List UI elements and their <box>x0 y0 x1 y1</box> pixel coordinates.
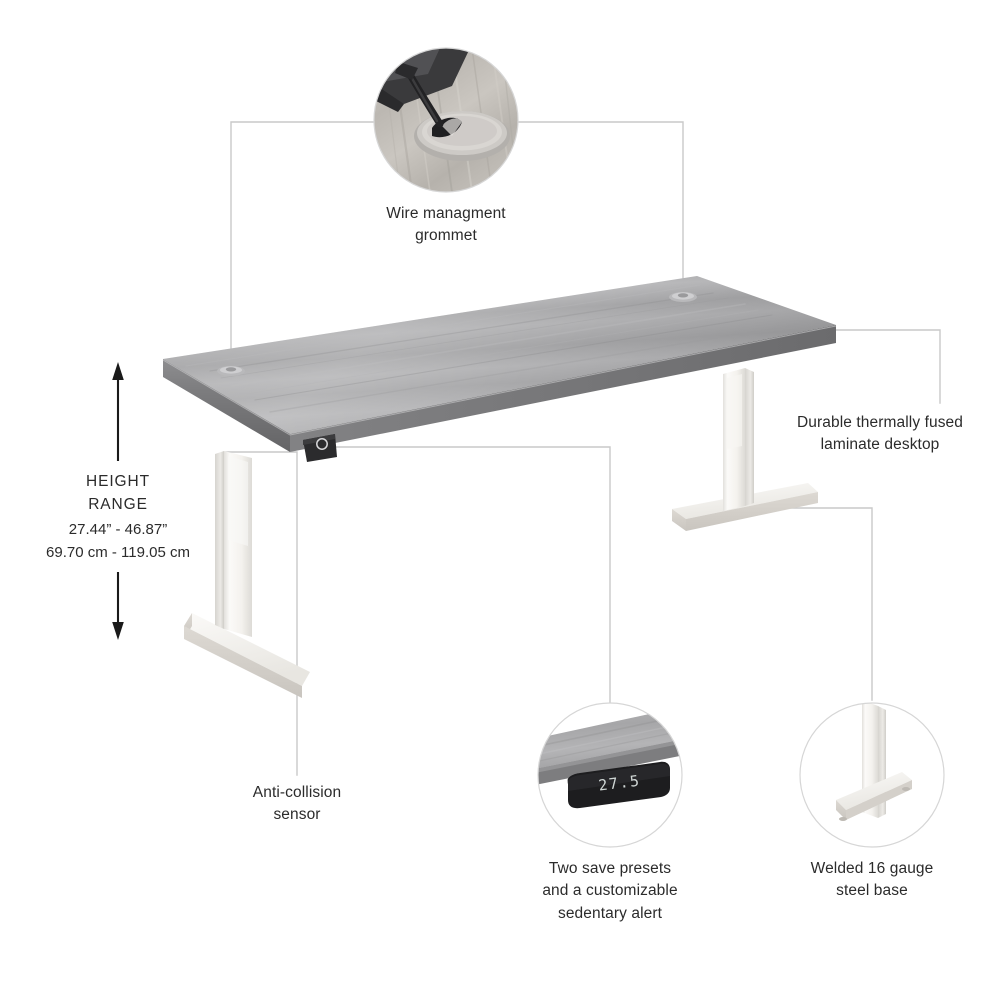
desktop-top-sheen <box>163 276 836 434</box>
desktop-edge-highlight <box>162 325 837 436</box>
desk-illustration <box>162 276 837 698</box>
desktop-grain <box>185 284 801 413</box>
desk-leg-rear <box>672 368 818 531</box>
rear-column-right <box>745 368 754 506</box>
callout-label-grommet: Wire managment grommet <box>386 205 506 245</box>
desktop-front-edge <box>163 359 290 452</box>
height-range-title: HEIGHT RANGE <box>86 473 150 514</box>
height-range-values: 27.44” - 46.87” 69.70 cm - 119.05 cm <box>46 521 190 561</box>
detail-circle-presets: 27.5 <box>537 702 683 848</box>
leader-line-base <box>744 507 873 701</box>
detail-circle-base <box>799 702 945 848</box>
anti-collision-sensor-box <box>303 434 337 462</box>
detail-circle-grommet <box>373 47 519 193</box>
leader-line-desktop <box>835 329 941 404</box>
callout-label-presets: Two save presets and a customizable sede… <box>542 860 678 922</box>
desk-leg-front <box>184 451 310 698</box>
rear-foot-side <box>686 492 818 531</box>
rear-foot-front <box>672 509 686 531</box>
rear-column-inner <box>727 374 742 449</box>
grommet-right <box>669 292 697 302</box>
front-column-inner <box>228 456 248 546</box>
callout-label-desktop: Durable thermally fused laminate desktop <box>797 414 963 454</box>
front-column-left <box>215 451 224 629</box>
callout-label-sensor: Anti-collision sensor <box>252 784 342 824</box>
front-foot-top <box>184 613 310 686</box>
grommet-left <box>217 366 245 376</box>
height-range-arrow <box>112 362 124 640</box>
callout-label-base: Welded 16 gauge steel base <box>810 860 934 900</box>
front-foot-front <box>184 626 302 698</box>
desktop-right-edge <box>290 325 836 452</box>
control-panel-display: 27.5 <box>597 772 641 795</box>
leader-line-presets <box>324 446 611 703</box>
